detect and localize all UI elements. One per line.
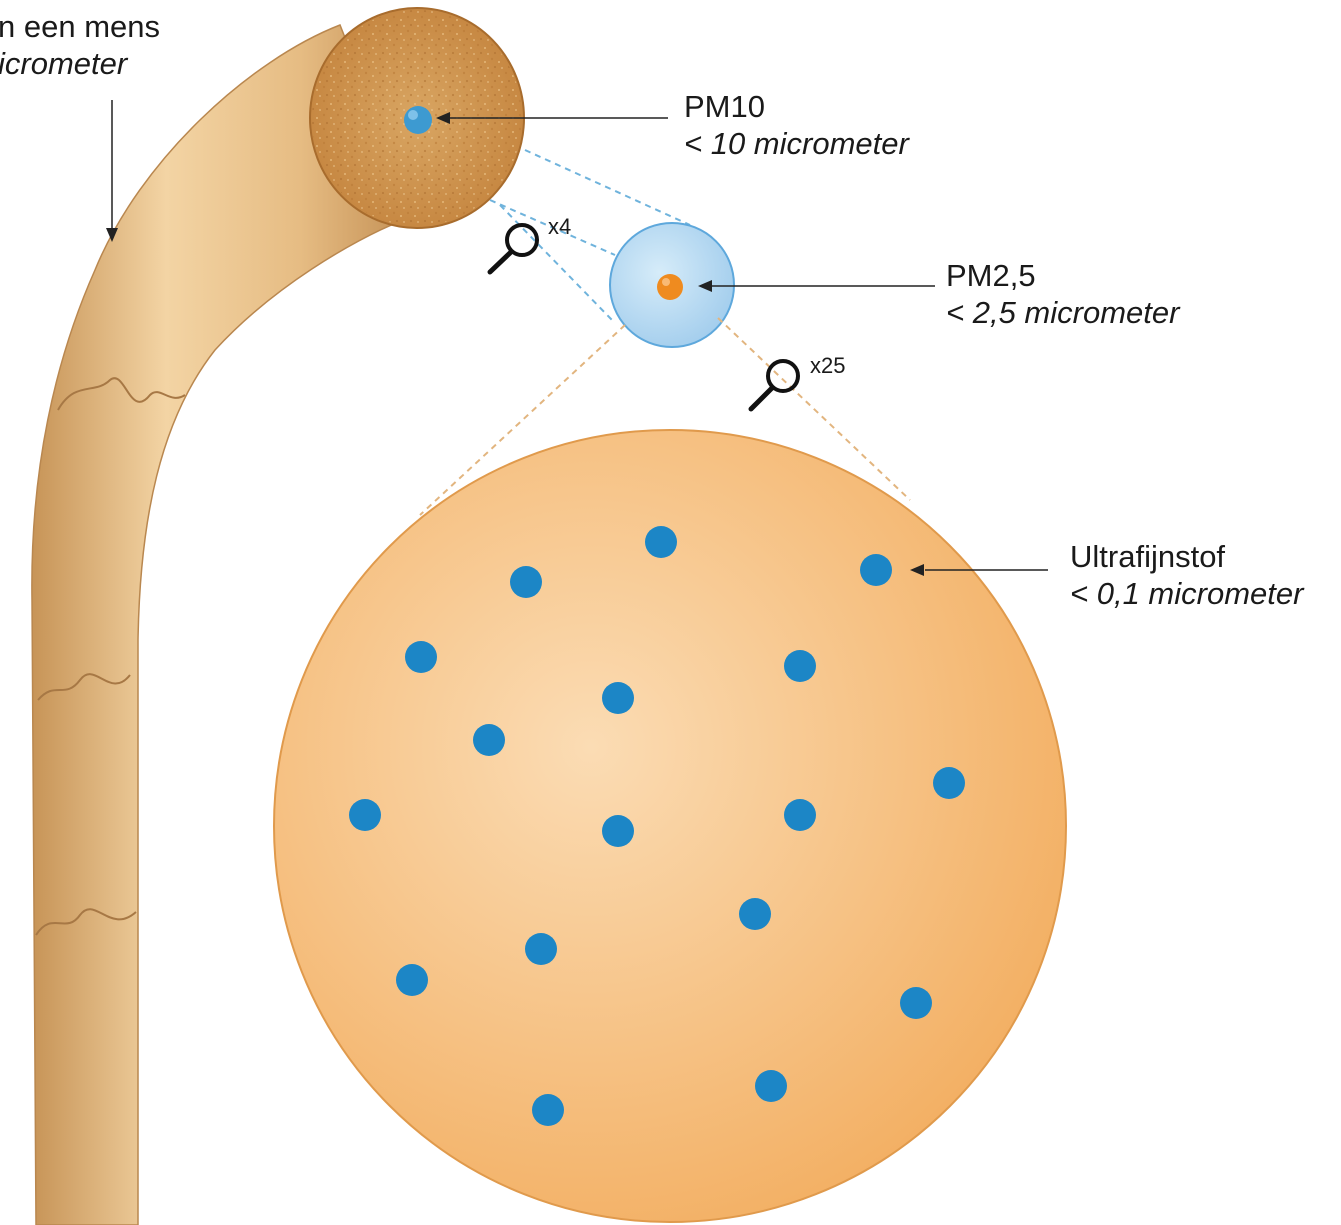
- ultrafine-particle: [739, 898, 771, 930]
- ultrafine-particle: [405, 641, 437, 673]
- ultrafine-name: Ultrafijnstof: [1070, 538, 1303, 575]
- pm10-particle: [404, 106, 432, 134]
- ultrafine-particle: [532, 1094, 564, 1126]
- ultrafine-particle: [602, 815, 634, 847]
- pm10-size: < 10 micrometer: [684, 125, 909, 162]
- ultrafine-particle: [645, 526, 677, 558]
- pm25-size: < 2,5 micrometer: [946, 294, 1179, 331]
- pm25-particle: [657, 274, 683, 300]
- hair-label-line1: n een mens: [0, 8, 160, 45]
- ultrafine-particle: [860, 554, 892, 586]
- ultrafine-particle: [349, 799, 381, 831]
- ultrafine-size: < 0,1 micrometer: [1070, 575, 1303, 612]
- pm25-name: PM2,5: [946, 257, 1179, 294]
- magnification-x4-label: x4: [548, 214, 571, 240]
- pm10-name: PM10: [684, 88, 909, 125]
- pm10-label: PM10 < 10 micrometer: [684, 88, 909, 162]
- pm25-particle-highlight: [662, 278, 670, 286]
- ultrafine-particle: [755, 1070, 787, 1102]
- pm25-label: PM2,5 < 2,5 micrometer: [946, 257, 1179, 331]
- ultrafine-label: Ultrafijnstof < 0,1 micrometer: [1070, 538, 1303, 612]
- magnifier-icon: [490, 225, 537, 272]
- ultrafine-particle: [900, 987, 932, 1019]
- ultrafine-particle: [525, 933, 557, 965]
- hair-label-line2: icrometer: [0, 45, 160, 82]
- ultrafine-particle: [602, 682, 634, 714]
- ultrafine-particle: [510, 566, 542, 598]
- ultrafine-particle: [784, 650, 816, 682]
- magnifier-icon: [751, 361, 798, 409]
- hair-label: n een mens icrometer: [0, 8, 160, 82]
- ultrafine-particle: [473, 724, 505, 756]
- magnification-x25-label: x25: [810, 353, 845, 379]
- ultrafine-particle: [933, 767, 965, 799]
- pm10-particle-highlight: [408, 110, 418, 120]
- ultrafine-particle: [784, 799, 816, 831]
- ultrafine-particle: [396, 964, 428, 996]
